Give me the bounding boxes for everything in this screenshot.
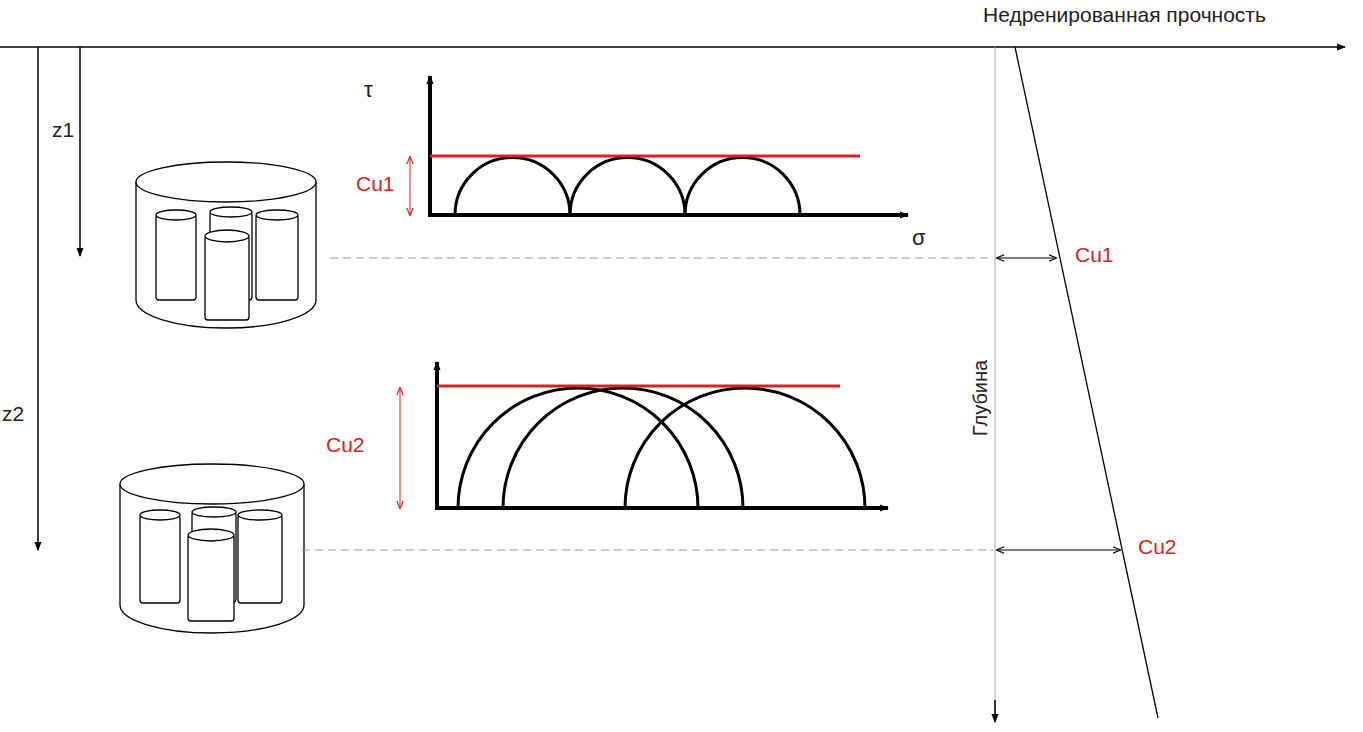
- tau-axis: [435, 362, 439, 510]
- depth-label: z1: [52, 118, 74, 141]
- level-line: [302, 550, 993, 551]
- cu-dimension: [997, 258, 1056, 259]
- axis-label: σ: [912, 226, 926, 250]
- axis-title: Недренированная прочность: [983, 3, 1266, 26]
- strength-label: Cu2: [326, 433, 365, 456]
- strength-label: Cu2: [1138, 535, 1177, 558]
- depth-arrow: [37, 47, 39, 550]
- cu-dimension: [997, 550, 1120, 551]
- mohr-circle: [458, 388, 865, 508]
- sigma-axis: [428, 213, 908, 217]
- depth-axis: [994, 700, 996, 722]
- strength-envelope: [430, 155, 860, 158]
- level-line: [330, 258, 993, 259]
- strength-label: Cu1: [1075, 243, 1114, 266]
- depth-arrow: [79, 47, 81, 256]
- strength-profile: [1015, 47, 1158, 718]
- sample-container: [120, 464, 304, 633]
- cu-dimension: [400, 388, 401, 508]
- strength-axis: [0, 46, 1345, 48]
- strength-label: Cu1: [356, 172, 395, 195]
- cu-dimension: [410, 157, 411, 215]
- mohr-circle: [455, 157, 800, 215]
- sample-container: [136, 162, 316, 328]
- axis-label: Глубина: [969, 360, 991, 436]
- strength-envelope: [437, 385, 840, 388]
- axis-label: τ: [364, 78, 373, 102]
- tau-axis: [428, 76, 432, 217]
- depth-label: z2: [2, 402, 24, 425]
